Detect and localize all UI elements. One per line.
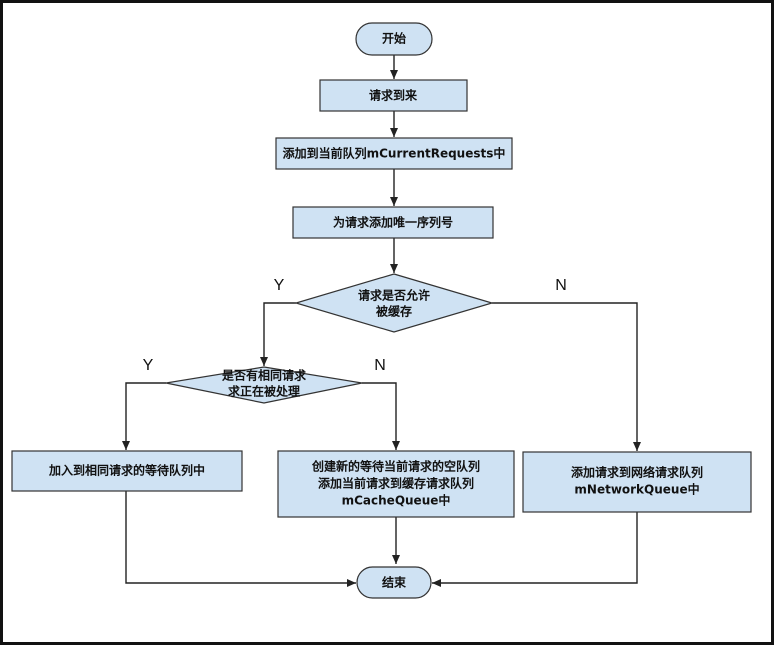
cacheable-label-line1: 请求是否允许 bbox=[358, 288, 430, 303]
cacheable-decision-node: 请求是否允许 被缓存 bbox=[293, 273, 495, 333]
create-waiting-label-line2: 添加当前请求到缓存请求队列 bbox=[318, 476, 474, 491]
end-label: 结束 bbox=[382, 575, 407, 590]
start-node: 开始 bbox=[355, 22, 433, 56]
add-current-label: 添加到当前队列mCurrentRequests中 bbox=[283, 146, 506, 161]
add-sequence-node: 为请求添加唯一序列号 bbox=[292, 206, 494, 239]
edge-label-same-no: N bbox=[374, 357, 386, 374]
edge-same-yes bbox=[122, 382, 166, 450]
create-waiting-label-line3: mCacheQueue中 bbox=[342, 493, 451, 508]
edge-label-cacheable-no: N bbox=[555, 277, 567, 294]
edges bbox=[122, 55, 641, 587]
edge-network-to-end bbox=[432, 512, 638, 587]
edge-label-cacheable-yes: Y bbox=[274, 277, 285, 294]
edge-cacheable-yes bbox=[260, 302, 296, 366]
join-waiting-node: 加入到相同请求的等待队列中 bbox=[11, 450, 243, 492]
add-network-label-line1: 添加请求到网络请求队列 bbox=[571, 465, 703, 480]
request-arrives-node: 请求到来 bbox=[319, 79, 468, 112]
add-network-label-line2: mNetworkQueue中 bbox=[574, 482, 699, 497]
create-waiting-label-line1: 创建新的等待当前请求的空队列 bbox=[311, 459, 480, 474]
request-arrives-label: 请求到来 bbox=[369, 88, 418, 103]
add-current-node: 添加到当前队列mCurrentRequests中 bbox=[275, 137, 513, 170]
end-node: 结束 bbox=[356, 566, 432, 599]
edge-label-same-yes: Y bbox=[143, 357, 154, 374]
same-request-label-line2: 求正在被处理 bbox=[228, 384, 300, 399]
cacheable-label-line2: 被缓存 bbox=[376, 304, 412, 319]
start-label: 开始 bbox=[382, 31, 406, 46]
edge-same-no bbox=[362, 382, 400, 450]
create-waiting-node: 创建新的等待当前请求的空队列 添加当前请求到缓存请求队列 mCacheQueue… bbox=[277, 450, 515, 518]
add-sequence-label: 为请求添加唯一序列号 bbox=[333, 215, 453, 230]
edge-cacheable-no bbox=[492, 302, 641, 451]
edge-join-waiting-to-end bbox=[125, 491, 356, 587]
same-request-label-line1: 是否有相同请求 bbox=[221, 368, 307, 383]
add-network-node: 添加请求到网络请求队列 mNetworkQueue中 bbox=[522, 451, 752, 513]
same-request-decision-node: 是否有相同请求 求正在被处理 bbox=[165, 366, 363, 404]
join-waiting-label: 加入到相同请求的等待队列中 bbox=[48, 463, 205, 478]
